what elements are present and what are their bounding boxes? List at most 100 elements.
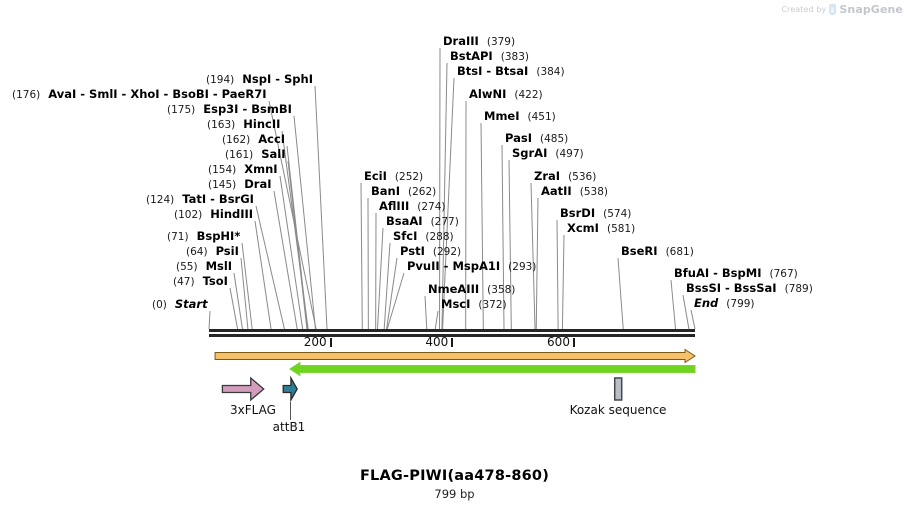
ruler-tick-label: 600 [547,335,570,349]
enzyme-position: (451) [527,111,556,123]
enzyme-name: TatI - BsrGI [182,192,254,206]
enzyme-name: BstAPI [450,49,493,63]
enzyme-position: (422) [514,89,543,101]
enzyme-position: (176) [12,89,41,101]
ruler-tick-mark [451,338,454,347]
enzyme-name: PstI [400,244,425,258]
enzyme-label[interactable]: BseRI (681) [621,245,694,259]
enzyme-name: XcmI [567,221,599,235]
enzyme-label[interactable]: (194) NspI - SphI [206,73,313,87]
enzyme-position: (0) [152,299,167,311]
feature-label[interactable]: 3xFLAG [230,403,276,417]
enzyme-label[interactable]: EciI (252) [364,170,423,184]
enzyme-position: (497) [555,148,584,160]
enzyme-name: Esp3I - BsmBI [203,102,292,116]
enzyme-label[interactable]: (163) HincII [207,118,280,132]
enzyme-position: (55) [176,261,198,273]
enzyme-label[interactable]: (162) AccI [222,133,285,147]
watermark-brand: SnapGene [839,3,903,16]
enzyme-label[interactable]: PasI (485) [505,132,568,146]
enzyme-label[interactable]: SgrAI (497) [512,147,584,161]
feature-label[interactable]: Kozak sequence [569,403,667,417]
enzyme-label[interactable]: SfcI (288) [393,230,454,244]
enzyme-position: (71) [167,231,189,243]
enzyme-position: (277) [430,216,459,228]
enzyme-name: MscI [441,297,471,311]
enzyme-label[interactable]: (124) TatI - BsrGI [146,193,254,207]
enzyme-position: (799) [726,298,755,310]
orf-arrow[interactable] [288,361,696,377]
enzyme-position: (252) [394,171,424,183]
enzyme-label[interactable]: (145) DraI [208,178,272,192]
enzyme-label[interactable]: (176) AvaI - SmlI - XhoI - BsoBI - PaeR7… [12,88,267,102]
enzyme-name: DraI [244,177,272,191]
enzyme-position: (767) [769,268,798,280]
enzyme-position: (161) [225,149,254,161]
enzyme-name: AlwNI [469,87,507,101]
enzyme-name: PasI [505,131,533,145]
feature-arrow[interactable] [282,375,298,403]
enzyme-label[interactable]: End (799) [694,297,755,311]
enzyme-name: Start [174,297,208,311]
enzyme-label[interactable]: ZraI (536) [534,170,596,184]
ruler-tick-label: 400 [425,335,449,349]
enzyme-position: (154) [208,164,237,176]
enzyme-label[interactable]: BssSI - BssSaI (789) [686,282,813,296]
enzyme-position: (383) [500,51,529,63]
feature-label[interactable]: attB1 [272,420,306,434]
enzyme-name: MslI [205,259,233,273]
enzyme-label[interactable]: NmeAIII (358) [428,283,515,297]
enzyme-name: XmnI [244,162,278,176]
enzyme-name: BsrDI [560,206,596,220]
enzyme-position: (293) [508,261,537,273]
snapgene-watermark: Created by SnapGene [781,3,903,16]
enzyme-label[interactable]: (161) SalI [225,148,286,162]
enzyme-label[interactable]: MscI (372) [441,298,507,312]
enzyme-label[interactable]: (0) Start [152,298,208,312]
enzyme-name: AflIII [379,199,410,213]
enzyme-name: SgrAI [512,146,548,160]
enzyme-label[interactable]: (64) PsiI [186,245,239,259]
enzyme-label[interactable]: AlwNI (422) [469,88,543,102]
enzyme-label[interactable]: XcmI (581) [567,222,635,236]
enzyme-label[interactable]: PstI (292) [400,245,461,259]
feature-arrow[interactable] [221,376,265,402]
feature-box[interactable] [613,377,623,401]
enzyme-label[interactable]: PvuII - MspA1I (293) [407,260,536,274]
enzyme-label[interactable]: BtsI - BtsaI (384) [457,65,565,79]
enzyme-position: (681) [665,246,694,258]
enzyme-position: (47) [173,276,195,288]
enzyme-label[interactable]: (175) Esp3I - BsmBI [167,103,292,117]
enzyme-label[interactable]: BsaAI (277) [386,215,459,229]
enzyme-label[interactable]: (154) XmnI [208,163,278,177]
enzyme-label[interactable]: AatII (538) [541,185,608,199]
enzyme-position: (124) [146,194,175,206]
enzyme-label[interactable]: BsrDI (574) [560,207,631,221]
enzyme-label[interactable]: DraIII (379) [443,35,515,49]
enzyme-position: (574) [603,208,632,220]
snapgene-logo-icon [829,4,837,15]
enzyme-name: MmeI [484,109,520,123]
enzyme-label[interactable]: BanI (262) [371,185,436,199]
enzyme-label[interactable]: BstAPI (383) [450,50,529,64]
ruler-tick-label: 200 [303,335,327,349]
enzyme-label[interactable]: (102) HindIII [174,208,253,222]
enzyme-name: SfcI [393,229,418,243]
enzyme-label[interactable]: MmeI (451) [484,110,556,124]
enzyme-label[interactable]: BfuAI - BspMI (767) [674,267,798,281]
enzyme-position: (194) [206,74,235,86]
enzyme-name: BssSI - BssSaI [686,281,777,295]
enzyme-label[interactable]: AflIII (274) [379,200,446,214]
enzyme-label[interactable]: (55) MslI [176,260,232,274]
orf-arrow[interactable] [214,348,696,364]
enzyme-name: AatII [541,184,572,198]
enzyme-name: BsaAI [386,214,423,228]
enzyme-name: ZraI [534,169,561,183]
enzyme-position: (384) [536,66,565,78]
enzyme-name: HincII [243,117,281,131]
enzyme-label[interactable]: (47) TsoI [173,275,228,289]
enzyme-position: (485) [540,133,569,145]
enzyme-label[interactable]: (71) BspHI* [167,230,240,244]
